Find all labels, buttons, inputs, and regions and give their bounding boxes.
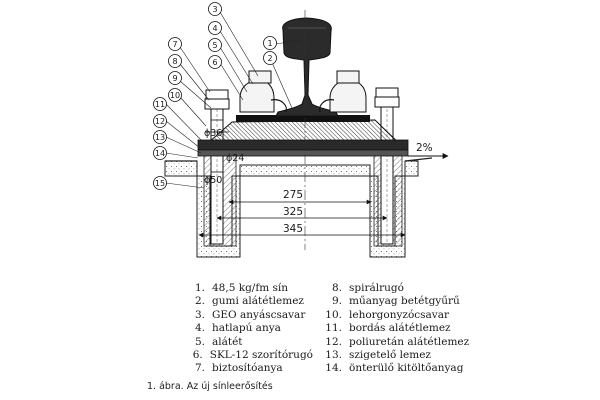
legend-left: 1. 48,5 kg/fm sín 2. gumi alátétlemez 3. GEO …: [181, 282, 313, 376]
legend-item: 12. poliuretán alátétlemez: [318, 336, 488, 349]
callout-1: 1: [263, 36, 277, 50]
legend-number: 7.: [194, 362, 205, 375]
svg-text:5: 5: [212, 41, 217, 50]
callout-5: 5: [208, 38, 222, 52]
legend-text: biztosítóanya: [212, 362, 283, 375]
legend-number: 8.: [331, 282, 342, 294]
legend-item: 8. spirálrugó: [318, 282, 488, 295]
legend-item: 9. műanyag betétgyűrű: [318, 295, 488, 308]
rail: [275, 17, 339, 117]
legend-text: poliuretán alátétlemez: [349, 335, 470, 348]
dim-345: 345: [283, 223, 303, 235]
legend-text: SKL-12 szorítórugó: [209, 349, 313, 362]
callout-12: 12: [153, 114, 167, 128]
clamp-left: [239, 70, 287, 113]
legend-item: 5. alátét: [181, 336, 313, 349]
callout-6: 6: [208, 55, 222, 69]
legend-text: gumi alátétlemez: [212, 295, 304, 308]
dim-325: 325: [283, 206, 303, 218]
ribbed-base-plate: [197, 115, 409, 157]
legend-number: 4.: [194, 322, 205, 335]
clamp-right: [319, 70, 367, 113]
legend-number: 6.: [192, 349, 203, 362]
svg-text:3: 3: [212, 5, 217, 14]
svg-text:4: 4: [212, 24, 217, 33]
legend-item: 13. szigetelő lemez: [318, 349, 488, 362]
legend-number: 10.: [325, 308, 342, 321]
legend-text: lehorgonyzócsavar: [349, 308, 450, 321]
svg-text:7: 7: [172, 40, 177, 49]
callout-3: 3: [208, 2, 222, 16]
legend-number: 1.: [194, 282, 205, 294]
legend-text: szigetelő lemez: [349, 349, 431, 362]
callout-13: 13: [153, 130, 167, 144]
callout-2: 2: [263, 51, 277, 65]
callout-10: 10: [168, 88, 182, 102]
dim-phi36: ϕ36: [204, 128, 222, 139]
callout-15: 15: [153, 176, 167, 190]
callout-7: 7: [168, 37, 182, 51]
legend-item: 6. SKL-12 szorítórugó: [181, 349, 313, 362]
dimension-lines: [198, 119, 406, 238]
slope-label: 2%: [416, 142, 433, 154]
rail-fastening-drawing: 1 2 3 4 5 6 7 8 9 10 11 12 13 14 15 ϕ36 …: [153, 2, 449, 258]
dim-phi24: ϕ24: [226, 153, 244, 164]
legend-number: 9.: [331, 295, 342, 308]
legend-right: 8. spirálrugó 9. műanyag betétgyűrű 10. lehor…: [318, 282, 488, 376]
svg-text:11: 11: [155, 100, 165, 109]
legend-text: 48,5 kg/fm sín: [212, 282, 289, 294]
legend-item: 14. önterülő kitöltőanyag: [318, 362, 488, 375]
callout-4: 4: [208, 21, 222, 35]
dim-phi50: ϕ50: [204, 175, 222, 186]
legend-item: 10. lehorgonyzócsavar: [318, 309, 488, 322]
anchor-bolt-left: [204, 89, 230, 245]
figure-caption: 1. ábra. Az új sínleerősítés: [147, 381, 273, 392]
legend-item: 2. gumi alátétlemez: [181, 295, 313, 308]
legend-text: hatlapú anya: [212, 322, 281, 335]
legend-number: 5.: [194, 335, 205, 348]
svg-text:13: 13: [155, 133, 165, 142]
legend-item: 4. hatlapú anya: [181, 322, 313, 335]
callout-leaders: [165, 11, 301, 189]
callout-14: 14: [153, 146, 167, 160]
svg-text:12: 12: [155, 117, 165, 126]
legend-text: spirálrugó: [349, 282, 404, 294]
legend-text: bordás alátétlemez: [349, 322, 451, 335]
svg-text:1: 1: [267, 39, 272, 48]
svg-text:14: 14: [155, 149, 165, 158]
legend-text: önterülő kitöltőanyag: [349, 362, 464, 375]
svg-text:2: 2: [267, 54, 272, 63]
svg-text:9: 9: [172, 74, 177, 83]
svg-text:15: 15: [155, 179, 165, 188]
callout-11: 11: [153, 97, 167, 111]
legend-number: 3.: [194, 308, 205, 321]
legend-item: 11. bordás alátétlemez: [318, 322, 488, 335]
legend-item: 1. 48,5 kg/fm sín: [181, 282, 313, 295]
legend-item: 7. biztosítóanya: [181, 362, 313, 375]
legend-text: műanyag betétgyűrű: [349, 295, 460, 308]
legend-text: GEO anyáscsavar: [212, 308, 306, 321]
svg-text:6: 6: [212, 58, 217, 67]
legend-item: 3. GEO anyáscsavar: [181, 309, 313, 322]
legend-number: 2.: [194, 295, 205, 308]
legend-number: 11.: [325, 322, 342, 335]
svg-text:10: 10: [170, 91, 180, 100]
callout-9: 9: [168, 71, 182, 85]
legend-text: alátét: [212, 335, 243, 348]
legend-number: 14.: [325, 362, 342, 375]
callout-8: 8: [168, 54, 182, 68]
legend-number: 13.: [325, 349, 342, 362]
legend-number: 12.: [325, 335, 342, 348]
dim-275: 275: [283, 189, 303, 201]
svg-text:8: 8: [172, 57, 177, 66]
